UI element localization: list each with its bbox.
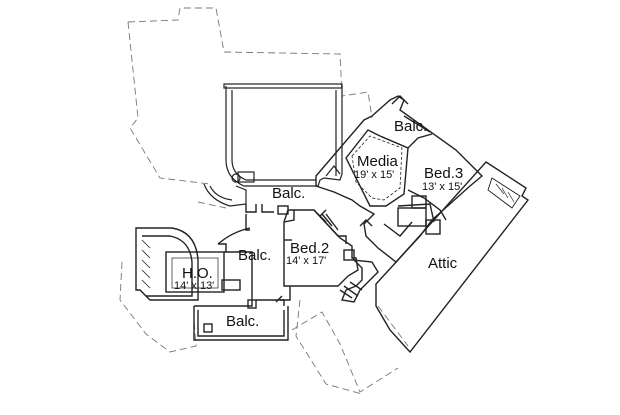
bed2-label: Bed.2 xyxy=(290,240,329,257)
media-label: Media xyxy=(357,153,399,170)
ho-dims: 14' x 13' xyxy=(174,280,214,292)
attic-structure xyxy=(375,161,530,354)
attic-label: Attic xyxy=(428,255,458,272)
ho-label: H.O. xyxy=(182,265,213,282)
bed3-label: Bed.3 xyxy=(424,165,463,182)
bed2-dims: 14' x 17' xyxy=(286,255,326,267)
balc-left-label: Balc. xyxy=(238,247,271,264)
balc-bottom-label: Balc. xyxy=(226,313,259,330)
left-wing xyxy=(135,214,289,341)
balc-center-label: Balc. xyxy=(272,185,305,202)
center-rooms xyxy=(245,204,379,303)
media-dims: 19' x 15' xyxy=(354,169,394,181)
balc-top-label: Balc. xyxy=(394,118,427,135)
roof-outline xyxy=(119,7,409,395)
balcony-structure xyxy=(203,83,343,207)
bed3-dims: 13' x 15' xyxy=(422,181,462,193)
